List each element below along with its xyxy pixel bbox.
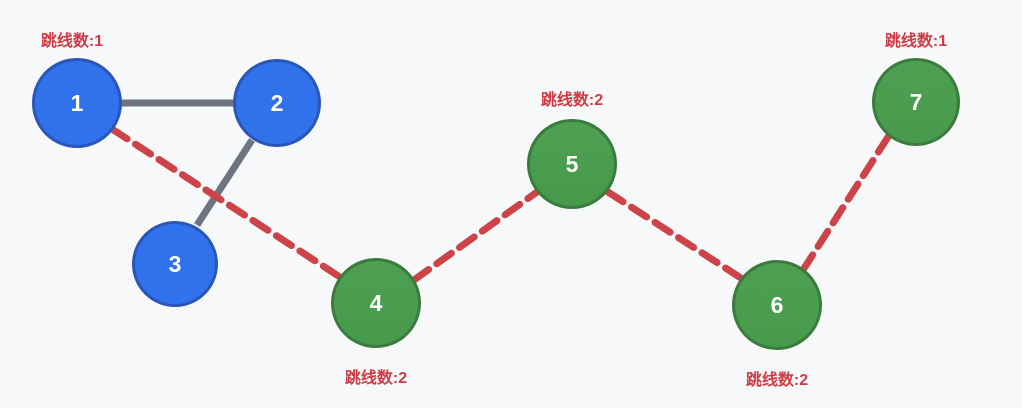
graph-node-4[interactable]: 4 [331, 258, 421, 348]
graph-node-annotation-6: 跳线数:2 [745, 372, 809, 389]
graph-node-5[interactable]: 5 [527, 119, 617, 209]
graph-edge-2-3 [194, 138, 255, 227]
graph-node-label-1: 1 [70, 89, 84, 116]
graph-node-label-5: 5 [565, 150, 579, 177]
graph-edge-6-7 [799, 133, 892, 274]
graph-node-7[interactable]: 7 [872, 58, 960, 146]
graph-edge-1-4 [108, 125, 344, 281]
graph-edge-5-6 [604, 188, 748, 284]
graph-node-label-4: 4 [369, 289, 383, 316]
graph-node-2[interactable]: 2 [233, 59, 321, 147]
graph-node-annotation-1: 跳线数:1 [40, 33, 104, 50]
graph-node-label-3: 3 [168, 250, 182, 277]
graph-node-1[interactable]: 1 [32, 58, 122, 148]
graph-node-label-7: 7 [909, 88, 923, 115]
graph-node-annotation-7: 跳线数:1 [884, 33, 948, 50]
graph-node-6[interactable]: 6 [732, 260, 822, 350]
graph-node-3[interactable]: 3 [132, 221, 218, 307]
graph-node-label-2: 2 [270, 89, 284, 116]
graph-node-annotation-5: 跳线数:2 [540, 92, 604, 109]
graph-node-annotation-4: 跳线数:2 [344, 370, 408, 387]
graph-node-label-6: 6 [770, 291, 784, 318]
graph-edge-4-5 [410, 188, 541, 284]
